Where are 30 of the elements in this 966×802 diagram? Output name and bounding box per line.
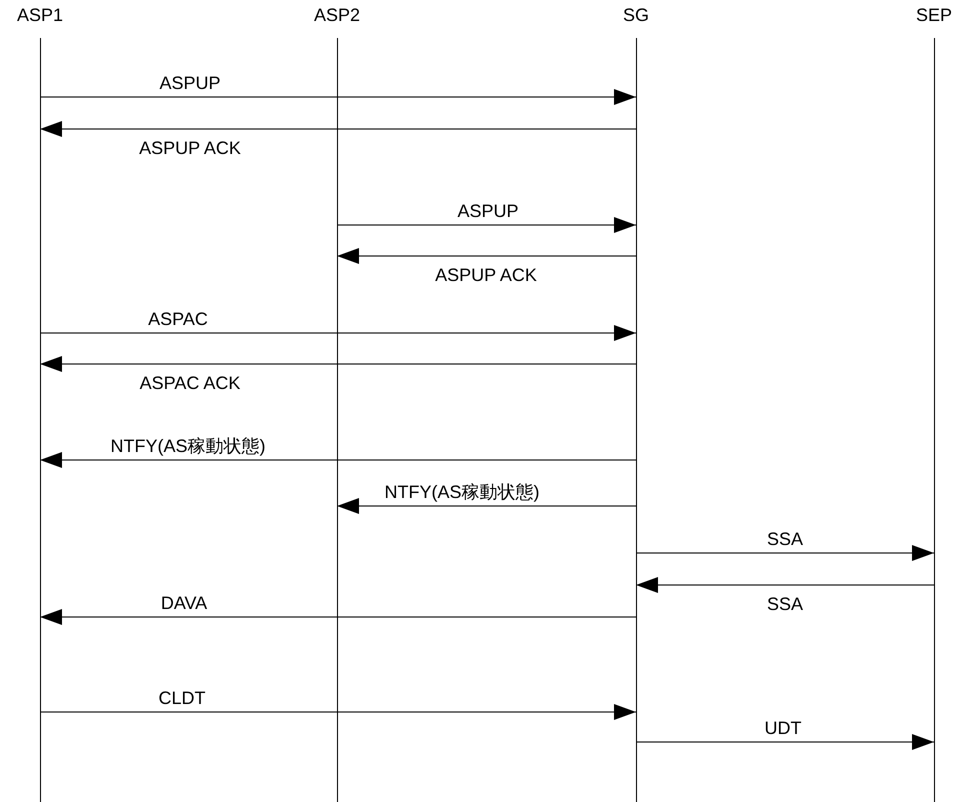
- message-label: ASPUP ACK: [435, 265, 537, 285]
- message-arrow: [336, 217, 636, 233]
- message-label: DAVA: [160, 593, 208, 613]
- message-arrow: [336, 248, 636, 264]
- message-label: ASPUP: [159, 73, 221, 93]
- message-arrow: [336, 498, 636, 514]
- message-arrow: [636, 734, 934, 750]
- message-label: ASPUP ACK: [139, 138, 241, 158]
- participant-label: ASP1: [17, 4, 63, 26]
- message-label: NTFY(AS稼動状態): [110, 436, 266, 456]
- message-arrow: [40, 325, 636, 341]
- message-arrow: [40, 89, 636, 105]
- message-arrow: [40, 704, 636, 720]
- message-label: NTFY(AS稼動状態): [384, 482, 540, 502]
- message-label: CLDT: [158, 688, 206, 708]
- message-arrow: [636, 577, 934, 593]
- participant-label: ASP2: [314, 4, 360, 26]
- message-arrow: [40, 356, 636, 372]
- message-label: SSA: [766, 529, 804, 549]
- message-arrow: [40, 121, 636, 137]
- message-arrow: [40, 452, 636, 468]
- message-arrow: [636, 545, 934, 561]
- participant-label: SG: [622, 4, 650, 26]
- message-label: SSA: [766, 594, 804, 614]
- message-label: ASPAC ACK: [140, 373, 240, 393]
- message-arrow: [40, 609, 636, 625]
- message-label: ASPAC: [148, 309, 208, 329]
- message-label: ASPUP: [457, 201, 519, 221]
- participant-label: SEP: [914, 4, 954, 26]
- message-label: UDT: [764, 718, 802, 738]
